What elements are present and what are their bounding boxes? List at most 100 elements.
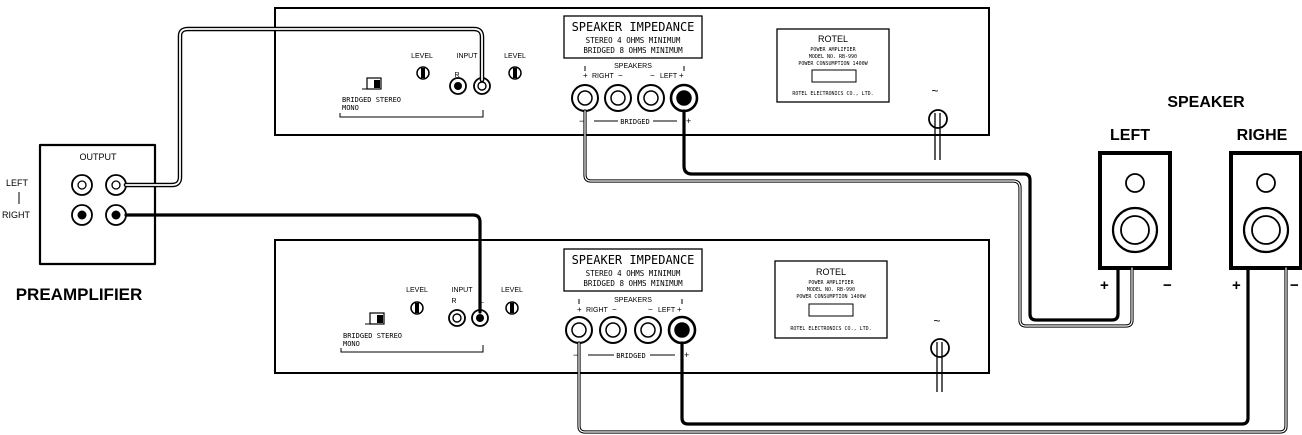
speaker-impedance-label: SPEAKER IMPEDANCE STEREO 4 OHMS MINIMUM … — [563, 248, 703, 292]
svg-text:R: R — [454, 72, 459, 79]
right-speaker: + − — [1229, 151, 1302, 294]
tweeter-icon — [1125, 173, 1145, 193]
svg-text:SPEAKERS: SPEAKERS — [614, 297, 652, 304]
svg-text:−: − — [648, 305, 653, 314]
cable-bottom-left-plus-to-right-speaker-plus — [680, 266, 1250, 426]
svg-text:−: − — [573, 350, 578, 360]
svg-text:POWER AMPLIFIER: POWER AMPLIFIER — [810, 47, 856, 53]
tweeter-icon — [1256, 173, 1276, 193]
svg-text:−: − — [579, 116, 584, 126]
cable-top-left-plus-to-left-speaker-plus — [682, 109, 1120, 322]
preamplifier-chassis — [38, 143, 157, 266]
svg-text:+: + — [686, 116, 691, 126]
woofer-icon — [1111, 206, 1159, 254]
cables — [123, 26, 1288, 434]
speaker-cabinets: SPEAKER LEFT RIGHE + − + − — [1098, 94, 1302, 294]
speaker-terminal-left-minus — [637, 84, 665, 112]
svg-text:−: − — [618, 71, 623, 80]
svg-text:~: ~ — [931, 84, 938, 98]
svg-text:RIGHE: RIGHE — [1237, 127, 1288, 144]
svg-text:LEVEL: LEVEL — [501, 287, 523, 294]
level-knob-left: LEVEL — [501, 287, 523, 315]
svg-text:ROTEL: ROTEL — [818, 34, 848, 44]
svg-text:BRIDGED 8 OHMS MINIMUM: BRIDGED 8 OHMS MINIMUM — [583, 46, 683, 55]
svg-text:SPEAKER IMPEDANCE: SPEAKER IMPEDANCE — [572, 20, 695, 34]
output-jack-right-1 — [71, 204, 93, 226]
svg-text:OUTPUT: OUTPUT — [80, 152, 118, 162]
svg-text:LEFT: LEFT — [658, 307, 676, 314]
svg-text:+: + — [1232, 277, 1241, 294]
svg-text:LEVEL: LEVEL — [411, 53, 433, 60]
mode-switch: BRIDGED STEREO MONO — [339, 77, 484, 118]
power-cord: ~ — [928, 84, 948, 160]
speaker-terminal-right-minus — [599, 316, 627, 344]
input-jacks: INPUT R L — [448, 287, 489, 327]
svg-text:+: + — [577, 305, 582, 314]
svg-text:BRIDGED: BRIDGED — [616, 352, 646, 360]
speaker-impedance-label: SPEAKER IMPEDANCE STEREO 4 OHMS MINIMUM … — [563, 15, 703, 59]
svg-text:−: − — [612, 305, 617, 314]
woofer-icon — [1242, 206, 1290, 254]
svg-text:STEREO 4 OHMS MINIMUM: STEREO 4 OHMS MINIMUM — [586, 269, 681, 278]
svg-text:BRIDGED 8 OHMS MINIMUM: BRIDGED 8 OHMS MINIMUM — [583, 279, 683, 288]
speaker-terminal-left-minus — [634, 316, 662, 344]
rating-plate: ROTEL POWER AMPLIFIER MODEL NO. RB-990 P… — [774, 260, 888, 339]
level-knob-right: LEVEL — [406, 287, 428, 315]
left-speaker: + − — [1098, 151, 1172, 294]
svg-text:RIGHT: RIGHT — [592, 73, 615, 80]
svg-text:LEVEL: LEVEL — [406, 287, 428, 294]
level-knob-left: LEVEL — [504, 53, 526, 80]
svg-text:LEFT: LEFT — [6, 178, 29, 188]
cable-preamp-right-to-bottom-input — [124, 213, 482, 314]
power-cord: ~ — [930, 314, 950, 392]
level-knob-right: LEVEL — [411, 53, 433, 80]
svg-text:SPEAKER: SPEAKER — [1167, 94, 1245, 111]
bridged-marker: − BRIDGED + — [573, 350, 689, 360]
svg-text:INPUT: INPUT — [452, 287, 474, 294]
bridged-marker: − BRIDGED + — [579, 116, 691, 126]
svg-text:BRIDGED STEREO: BRIDGED STEREO — [343, 332, 402, 340]
preamplifier: OUTPUT LEFT RIGHT PREAMPLIFIER — [2, 143, 157, 304]
amplifier-top: SPEAKER IMPEDANCE STEREO 4 OHMS MINIMUM … — [274, 7, 990, 160]
svg-text:L: L — [480, 298, 484, 305]
svg-text:SPEAKERS: SPEAKERS — [614, 63, 652, 70]
svg-text:+: + — [677, 305, 682, 314]
speaker-terminal-right-minus — [604, 84, 632, 112]
svg-text:MODEL NO. RB-990: MODEL NO. RB-990 — [809, 54, 857, 60]
speakers-header: SPEAKERS + RIGHT − − LEFT + — [577, 297, 683, 314]
svg-text:MONO: MONO — [343, 340, 360, 348]
svg-text:+: + — [684, 350, 689, 360]
mode-switch: BRIDGED STEREO MONO — [340, 312, 484, 353]
svg-text:RIGHT: RIGHT — [586, 307, 609, 314]
svg-text:R: R — [451, 298, 456, 305]
svg-text:LEFT: LEFT — [660, 73, 678, 80]
svg-text:BRIDGED STEREO: BRIDGED STEREO — [342, 96, 401, 104]
svg-text:+: + — [583, 71, 588, 80]
input-jack-r — [449, 77, 467, 95]
svg-text:−: − — [1163, 277, 1172, 294]
rating-plate: ROTEL POWER AMPLIFIER MODEL NO. RB-990 P… — [776, 28, 890, 103]
svg-text:BRIDGED: BRIDGED — [620, 118, 650, 126]
svg-text:POWER AMPLIFIER: POWER AMPLIFIER — [808, 280, 854, 286]
svg-text:POWER CONSUMPTION 1400W: POWER CONSUMPTION 1400W — [796, 294, 866, 300]
svg-text:ROTEL ELECTRONICS CO., LTD.: ROTEL ELECTRONICS CO., LTD. — [790, 326, 871, 332]
svg-text:ROTEL ELECTRONICS CO., LTD.: ROTEL ELECTRONICS CO., LTD. — [792, 91, 873, 97]
input-jack-r — [448, 309, 466, 327]
svg-text:INPUT: INPUT — [457, 53, 479, 60]
svg-text:LEFT: LEFT — [1110, 127, 1150, 144]
svg-text:MODEL NO. RB-990: MODEL NO. RB-990 — [807, 287, 855, 293]
output-jack-left-1 — [71, 174, 93, 196]
svg-text:POWER CONSUMPTION 1400W: POWER CONSUMPTION 1400W — [798, 61, 868, 67]
svg-text:LEVEL: LEVEL — [504, 53, 526, 60]
svg-text:STEREO 4 OHMS MINIMUM: STEREO 4 OHMS MINIMUM — [586, 36, 681, 45]
svg-text:+: + — [1100, 277, 1109, 294]
svg-text:RIGHT: RIGHT — [2, 210, 31, 220]
svg-text:−: − — [1290, 277, 1299, 294]
svg-text:−: − — [650, 71, 655, 80]
svg-text:SPEAKER IMPEDANCE: SPEAKER IMPEDANCE — [572, 253, 695, 267]
svg-text:MONO: MONO — [342, 104, 359, 112]
speakers-header: SPEAKERS + RIGHT − − LEFT + — [583, 63, 685, 80]
svg-text:+: + — [679, 71, 684, 80]
svg-text:~: ~ — [933, 314, 940, 328]
